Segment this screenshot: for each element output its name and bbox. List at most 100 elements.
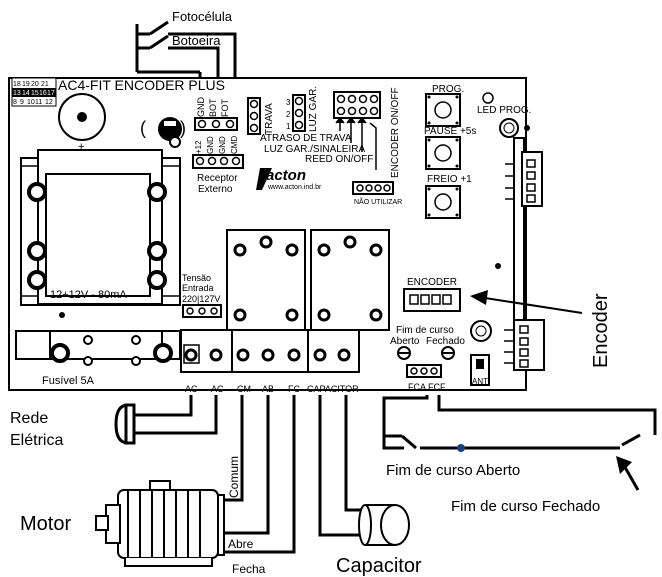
svg-text:FOT: FOT xyxy=(220,99,230,117)
svg-text:17: 17 xyxy=(47,90,55,97)
svg-text:11: 11 xyxy=(35,99,42,106)
svg-text:16: 16 xyxy=(39,90,47,97)
terminal-block: AC AC CM AB FC CAPACITOR xyxy=(180,329,360,394)
svg-text:LED PROG.: LED PROG. xyxy=(477,105,531,116)
motor-label: Motor xyxy=(20,513,71,535)
svg-text:8: 8 xyxy=(13,99,17,106)
svg-text:20: 20 xyxy=(31,81,39,88)
encoder-label: Encoder xyxy=(590,293,612,368)
svg-text:Externo: Externo xyxy=(198,184,233,195)
svg-text:PAUSE +5s: PAUSE +5s xyxy=(424,126,476,137)
terminal-cm: CM xyxy=(237,384,251,394)
dip-header xyxy=(333,91,381,119)
svg-text:GND: GND xyxy=(218,136,227,154)
botoeira-label: Botoeira xyxy=(172,33,221,48)
svg-text:): ) xyxy=(180,118,186,138)
luz-sinaleira-label: LUZ GAR./SINALEIRA xyxy=(264,144,365,155)
svg-text:FREIO +1: FREIO +1 xyxy=(427,174,472,185)
potentiometer: ( ) xyxy=(140,117,186,148)
svg-text:FCA: FCA xyxy=(408,382,426,392)
limit-switch-board: Fim de curso Aberto Fechado FCA FCF ANT xyxy=(390,325,490,392)
fotocelula-label: Fotocélula xyxy=(172,9,233,24)
fecha-label: Fecha xyxy=(232,562,266,576)
reed-label: REED ON/OFF xyxy=(305,154,373,165)
fim-aberto-label: Fim de curso Aberto xyxy=(386,462,520,479)
board-title: AC4-FIT ENCODER PLUS xyxy=(58,77,225,93)
atraso-label: ATRASO DE TRAVA xyxy=(260,133,352,144)
svg-text:15: 15 xyxy=(31,90,39,97)
svg-text:220|127V: 220|127V xyxy=(182,294,220,304)
svg-text:13: 13 xyxy=(13,90,21,97)
prog-button[interactable]: PROG. xyxy=(425,84,464,127)
pin-grid: 18 19 20 21 13 14 15 16 17 8 9 10 11 12 xyxy=(11,77,57,107)
svg-text:Aberto: Aberto xyxy=(390,336,420,347)
terminal-ab: AB xyxy=(262,384,274,394)
right-connector-top xyxy=(495,137,543,329)
svg-text:9: 9 xyxy=(20,99,24,106)
svg-text:Tensão: Tensão xyxy=(182,273,211,283)
right-connector-bottom xyxy=(470,319,545,371)
svg-text:Fim de curso: Fim de curso xyxy=(396,325,454,336)
svg-text:10: 10 xyxy=(27,99,35,106)
svg-text:GND: GND xyxy=(206,136,215,154)
svg-text:TRAVA: TRAVA xyxy=(264,103,275,135)
svg-text:ANT: ANT xyxy=(472,377,488,386)
encoder-onoff-label: ENCODER ON/OFF xyxy=(390,87,401,178)
freio-button[interactable]: FREIO +1 xyxy=(425,174,472,219)
encoder-arrow xyxy=(470,290,583,314)
svg-text:12: 12 xyxy=(45,99,53,106)
terminal-ac1: AC xyxy=(185,384,198,394)
transformer: 12+12V - 80mA xyxy=(20,149,181,318)
svg-text:CMD: CMD xyxy=(230,136,239,154)
svg-text:Fusível 5A: Fusível 5A xyxy=(42,375,95,387)
svg-text:Fechado: Fechado xyxy=(426,336,465,347)
svg-text:+: + xyxy=(78,141,84,153)
power-plug-icon xyxy=(114,403,136,445)
svg-text:1: 1 xyxy=(286,122,291,131)
external-wires xyxy=(128,395,657,554)
svg-text:12+12V - 80mA: 12+12V - 80mA xyxy=(50,289,127,301)
capacitor-label: Capacitor xyxy=(336,555,422,577)
trava-connector: TRAVA xyxy=(247,97,275,135)
wire-junction xyxy=(457,444,465,452)
abre-label: Abre xyxy=(228,537,254,551)
relay-1 xyxy=(226,229,306,331)
dip-arrows xyxy=(335,116,377,170)
fim-fechado-arrow xyxy=(616,456,640,491)
pause-button[interactable]: PAUSE +5s xyxy=(424,126,476,170)
svg-text:PROG.: PROG. xyxy=(432,84,464,95)
svg-text:18: 18 xyxy=(13,81,21,88)
receptor-connector: +12 GND GND CMD Receptor Externo xyxy=(192,136,244,195)
acton-logo: acton www.acton.ind.br xyxy=(256,167,322,191)
led-prog: LED PROG. xyxy=(477,92,531,138)
comum-label: Comum xyxy=(227,456,241,498)
motor-icon xyxy=(95,480,225,567)
tensao-selector: Tensão Entrada 220|127V xyxy=(182,273,222,318)
relay-2 xyxy=(310,229,390,331)
svg-text:21: 21 xyxy=(41,81,49,88)
svg-text:14: 14 xyxy=(22,90,30,97)
svg-text:19: 19 xyxy=(22,81,30,88)
capacitor-icon xyxy=(358,504,410,546)
nao-utilizar-connector: NÃO UTILIZAR xyxy=(352,181,402,206)
buzzer: + xyxy=(58,93,106,153)
fuse: Fusível 5A xyxy=(15,330,181,387)
svg-text:LUZ GAR.: LUZ GAR. xyxy=(308,86,319,132)
encoder-connector: ENCODER xyxy=(403,277,461,312)
fim-fechado-label: Fim de curso Fechado xyxy=(451,498,600,515)
terminal-ac2: AC xyxy=(211,384,224,394)
terminal-fc: FC xyxy=(288,384,300,394)
svg-text:FCF: FCF xyxy=(428,382,446,392)
svg-text:www.acton.ind.br: www.acton.ind.br xyxy=(267,184,322,191)
svg-text:NÃO UTILIZAR: NÃO UTILIZAR xyxy=(354,197,402,206)
inputs-connector: GND BOT FOT xyxy=(194,97,238,131)
svg-text:BOT: BOT xyxy=(208,98,218,117)
svg-text:ENCODER: ENCODER xyxy=(407,277,457,288)
rede-label: Rede xyxy=(10,410,48,427)
svg-text:Receptor: Receptor xyxy=(197,173,238,184)
svg-text:GND: GND xyxy=(196,97,206,118)
terminal-capacitor: CAPACITOR xyxy=(307,384,359,394)
svg-text:2: 2 xyxy=(286,110,291,119)
